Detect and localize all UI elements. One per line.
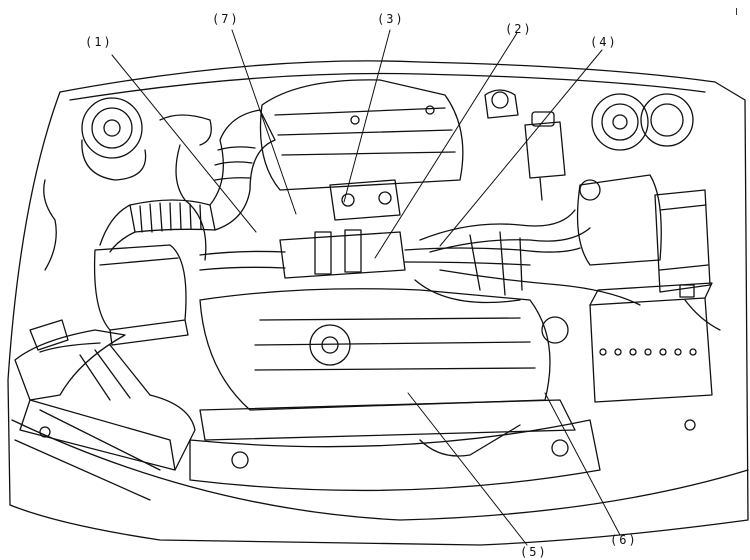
leader-7 [231,29,297,215]
callout-1: (1) [85,35,113,49]
throttle-body [329,179,401,221]
right-strut-tower-2 [640,93,694,147]
throttle-duct [209,109,276,231]
relay-box [654,189,711,298]
left-strut-tower [81,97,147,181]
intake-duct [14,319,196,501]
leader-5 [407,392,528,546]
callout-5: (5) [520,545,548,559]
leader-6 [544,392,621,536]
radiator-support [189,399,601,492]
leader-lines [111,29,621,546]
intake-hose [99,199,216,253]
callout-3: (3) [377,12,405,26]
wire-harness [414,209,641,306]
leader-2 [374,32,518,259]
right-strut-tower-1 [591,93,649,151]
leader-3 [343,29,391,203]
brake-reservoir [524,111,566,201]
callout-6: (6) [610,533,638,547]
master-cylinder [484,89,519,119]
leader-4 [439,49,603,247]
callout-2: (2) [505,22,533,36]
engine-block [199,288,569,411]
hood-outline [7,60,749,546]
hood-inner-edge [69,72,706,101]
battery [589,282,721,403]
coolant-reservoir [576,174,662,266]
front-panel [11,419,749,521]
corner-mark [736,8,737,15]
left-hose [175,144,207,261]
fuel-rail [199,229,581,279]
callout-4: (4) [590,35,618,49]
callout-7: (7) [212,12,240,26]
air-cleaner-box [93,244,189,346]
intake-plenum [259,79,464,191]
leader-1 [111,54,257,233]
